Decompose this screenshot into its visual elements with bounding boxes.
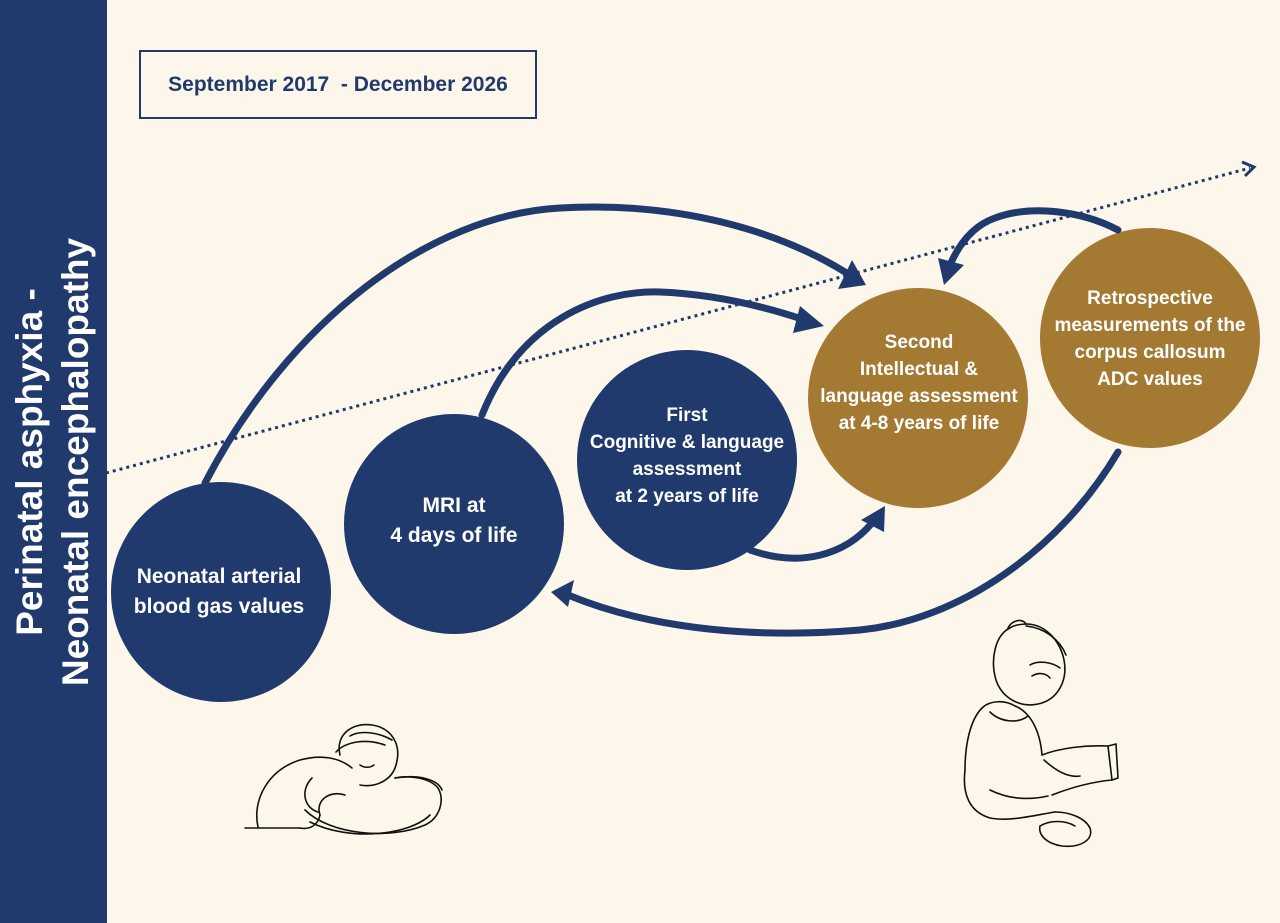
node-line: Cognitive & language [589, 432, 785, 453]
node-line: ADC values [1097, 369, 1203, 390]
node-circle-blood-gas [111, 482, 331, 702]
node-circle-mri [344, 414, 564, 634]
node-circle-retrospective [1040, 228, 1260, 448]
node-line: blood gas values [133, 595, 305, 618]
node-line: 4 days of life [390, 524, 518, 547]
node-circle-first-assessment [577, 350, 797, 570]
arrowhead-retrospective-to-mri [551, 580, 574, 607]
node-line: at 4-8 years of life [838, 413, 1000, 434]
node-line: Neonatal arterial [136, 565, 302, 588]
arrowhead-mri-to-second [793, 306, 824, 333]
node-line: Intellectual & [859, 359, 979, 380]
arrowhead-first-to-second [861, 506, 885, 532]
node-line: Retrospective [1087, 288, 1213, 309]
node-line: corpus callosum [1074, 342, 1226, 363]
arrowhead-retrospective-to-second [938, 258, 964, 285]
arrow-first-to-second [746, 519, 876, 562]
node-line: language assessment [820, 386, 1018, 407]
node-label-retrospective: Retrospective measurements of the corpus… [1054, 285, 1245, 393]
node-label-blood-gas: Neonatal arterial blood gas values [134, 562, 304, 622]
arrow-blood-gas-to-second [201, 203, 849, 487]
timeframe-box: September 2017 - December 2026 [139, 50, 537, 119]
sleeping-baby-icon [244, 723, 443, 835]
node-line: First [666, 405, 708, 426]
node-line: MRI at [422, 494, 486, 517]
sidebar: Perinatal asphyxia - Neonatal encephalop… [0, 0, 107, 923]
node-label-first-assessment: First Cognitive & language assessment at… [590, 402, 784, 510]
node-circle-second-assessment [808, 288, 1028, 508]
node-label-mri: MRI at 4 days of life [390, 491, 517, 551]
arrow-mri-to-second [478, 288, 809, 419]
timeline-dotted-arrow [105, 166, 1251, 475]
arrow-retrospective-to-second [946, 207, 1122, 269]
arrow-retrospective-to-mri [564, 448, 1122, 637]
arrowhead-blood-gas-to-second [838, 260, 866, 289]
node-label-second-assessment: Second Intellectual & language assessmen… [820, 329, 1017, 437]
timeline-arrowhead [1241, 160, 1257, 178]
reading-child-icon [963, 619, 1119, 848]
node-line: Second [884, 332, 954, 353]
node-line: at 2 years of life [615, 486, 759, 507]
node-line: assessment [632, 459, 742, 480]
node-line: measurements of the [1054, 315, 1246, 336]
